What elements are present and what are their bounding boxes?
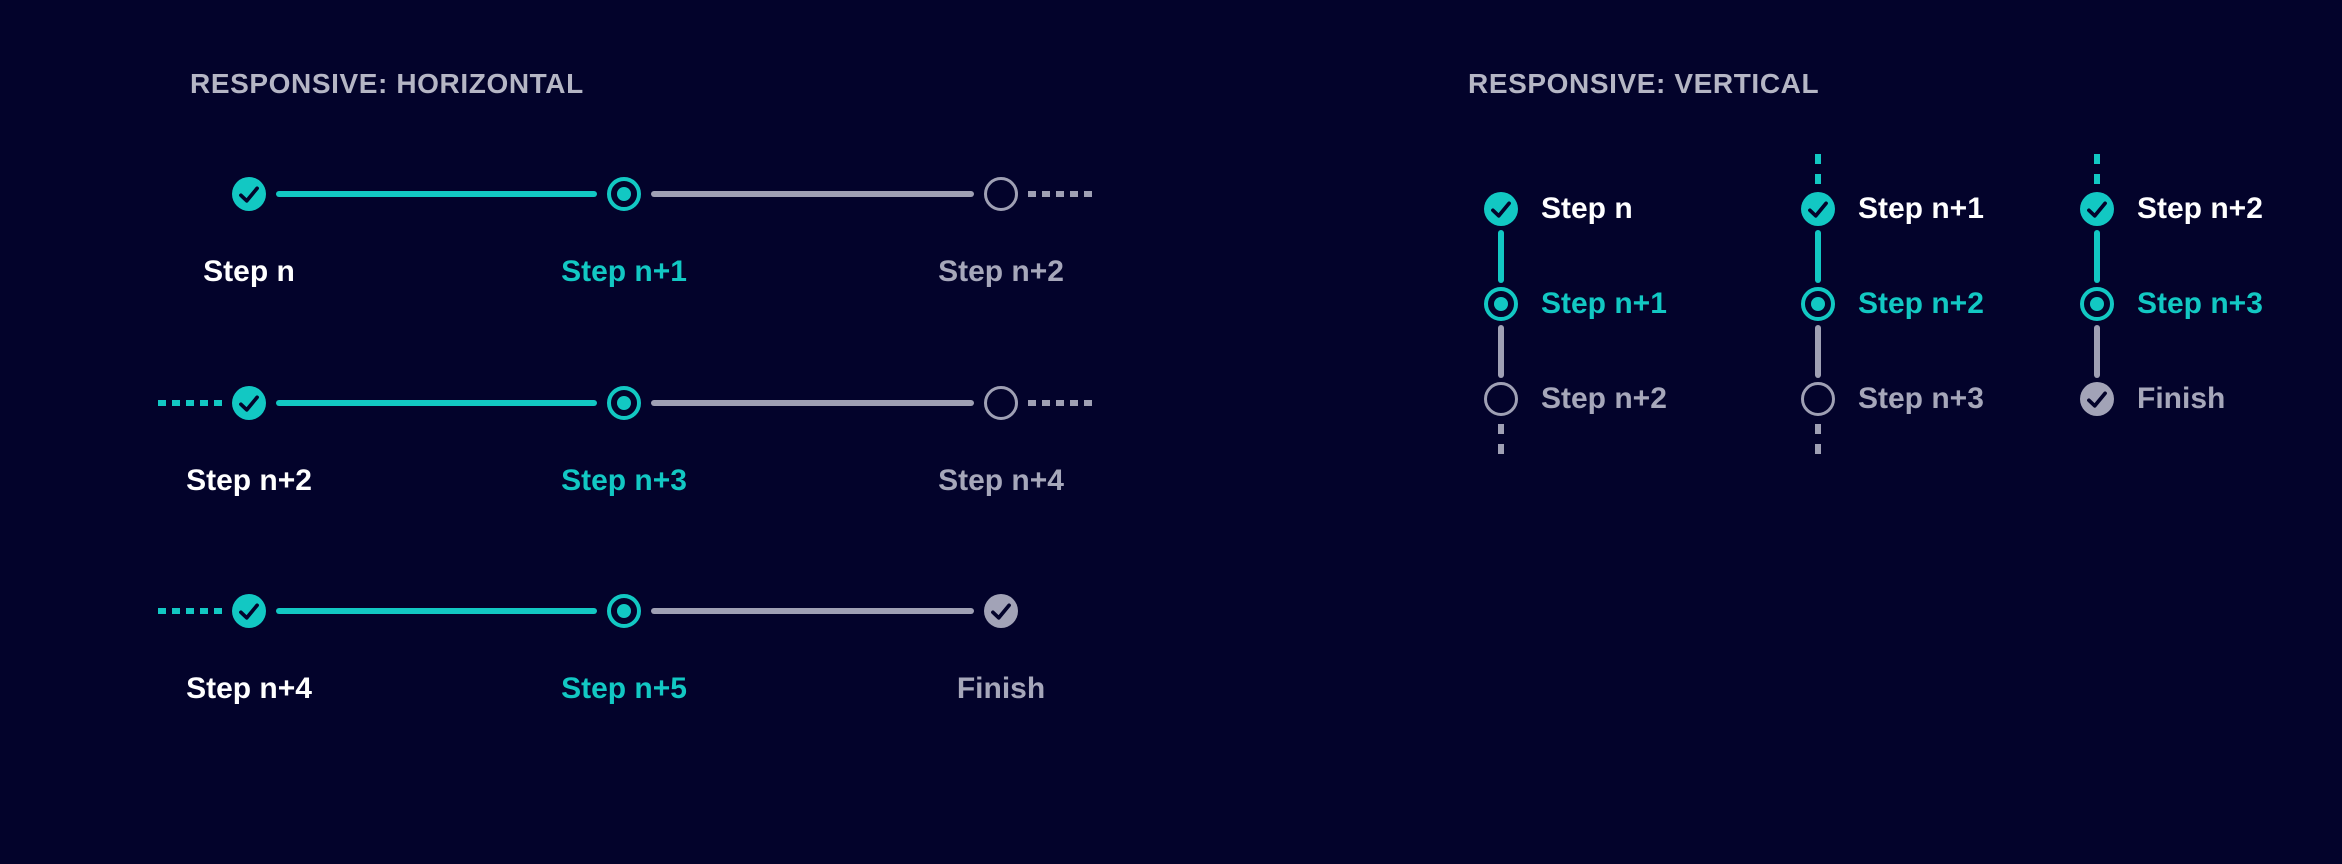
connector-line (1815, 325, 1821, 378)
trailing-dashed-line (1028, 400, 1092, 406)
step-current-indicator[interactable] (2080, 287, 2114, 321)
current-step-dot (617, 396, 631, 410)
leading-dashed-line (158, 608, 222, 614)
step-open-indicator[interactable] (984, 386, 1018, 420)
check-icon (2087, 201, 2107, 218)
step-label[interactable]: Step n+1 (561, 255, 687, 288)
step-current-indicator[interactable] (1484, 287, 1518, 321)
connector-line (651, 191, 974, 197)
step-label[interactable]: Step n+1 (1858, 192, 1984, 225)
step-label[interactable]: Step n+2 (1858, 287, 1984, 320)
section-title-horizontal: RESPONSIVE: HORIZONTAL (190, 68, 584, 99)
step-completed-indicator[interactable] (2080, 192, 2114, 226)
trailing-dashed-line (1498, 424, 1504, 454)
connector-line (651, 608, 974, 614)
connector-line (1498, 325, 1504, 378)
check-icon (2087, 391, 2107, 408)
step-completed-indicator[interactable] (232, 177, 266, 211)
connector-line (276, 400, 597, 406)
current-step-dot (1811, 297, 1825, 311)
leading-dashed-line (2094, 154, 2100, 184)
step-completed-indicator[interactable] (1484, 192, 1518, 226)
check-icon (991, 603, 1011, 620)
current-step-dot (2090, 297, 2104, 311)
step-open-indicator[interactable] (1801, 382, 1835, 416)
step-label[interactable]: Finish (2137, 382, 2226, 415)
step-label[interactable]: Step n+5 (561, 672, 687, 705)
step-label[interactable]: Step n+2 (2137, 192, 2263, 225)
step-label[interactable]: Step n (1541, 192, 1633, 225)
step-label[interactable]: Step n+3 (1858, 382, 1984, 415)
trailing-dashed-line (1028, 191, 1092, 197)
check-icon (1491, 201, 1511, 218)
leading-dashed-line (1815, 154, 1821, 184)
trailing-dashed-line (1815, 424, 1821, 454)
step-open-indicator[interactable] (984, 177, 1018, 211)
step-label[interactable]: Step n+2 (938, 255, 1064, 288)
step-current-indicator[interactable] (1801, 287, 1835, 321)
step-current-indicator[interactable] (607, 594, 641, 628)
check-icon (239, 186, 259, 203)
step-current-indicator[interactable] (607, 177, 641, 211)
step-label[interactable]: Step n+3 (561, 464, 687, 497)
step-label[interactable]: Step n+1 (1541, 287, 1667, 320)
connector-line (651, 400, 974, 406)
current-step-dot (617, 187, 631, 201)
step-completed-indicator[interactable] (1801, 192, 1835, 226)
step-label[interactable]: Step n+4 (938, 464, 1064, 497)
step-label[interactable]: Step n+2 (186, 464, 312, 497)
step-completed-indicator[interactable] (232, 386, 266, 420)
connector-line (1498, 230, 1504, 283)
step-finish-indicator[interactable] (2080, 382, 2114, 416)
step-label[interactable]: Finish (956, 672, 1046, 705)
step-open-indicator[interactable] (1484, 382, 1518, 416)
check-icon (239, 395, 259, 412)
step-label[interactable]: Step n+2 (1541, 382, 1667, 415)
step-completed-indicator[interactable] (232, 594, 266, 628)
current-step-dot (1494, 297, 1508, 311)
step-label[interactable]: Step n+4 (186, 672, 312, 705)
connector-line (2094, 325, 2100, 378)
connector-line (276, 608, 597, 614)
step-label[interactable]: Step n+3 (2137, 287, 2263, 320)
check-icon (239, 603, 259, 620)
connector-line (276, 191, 597, 197)
connector-line (1815, 230, 1821, 283)
current-step-dot (617, 604, 631, 618)
step-finish-indicator[interactable] (984, 594, 1018, 628)
step-label[interactable]: Step n (203, 255, 295, 288)
leading-dashed-line (158, 400, 222, 406)
step-current-indicator[interactable] (607, 386, 641, 420)
section-title-vertical: RESPONSIVE: VERTICAL (1468, 68, 1820, 99)
connector-line (2094, 230, 2100, 283)
check-icon (1808, 201, 1828, 218)
